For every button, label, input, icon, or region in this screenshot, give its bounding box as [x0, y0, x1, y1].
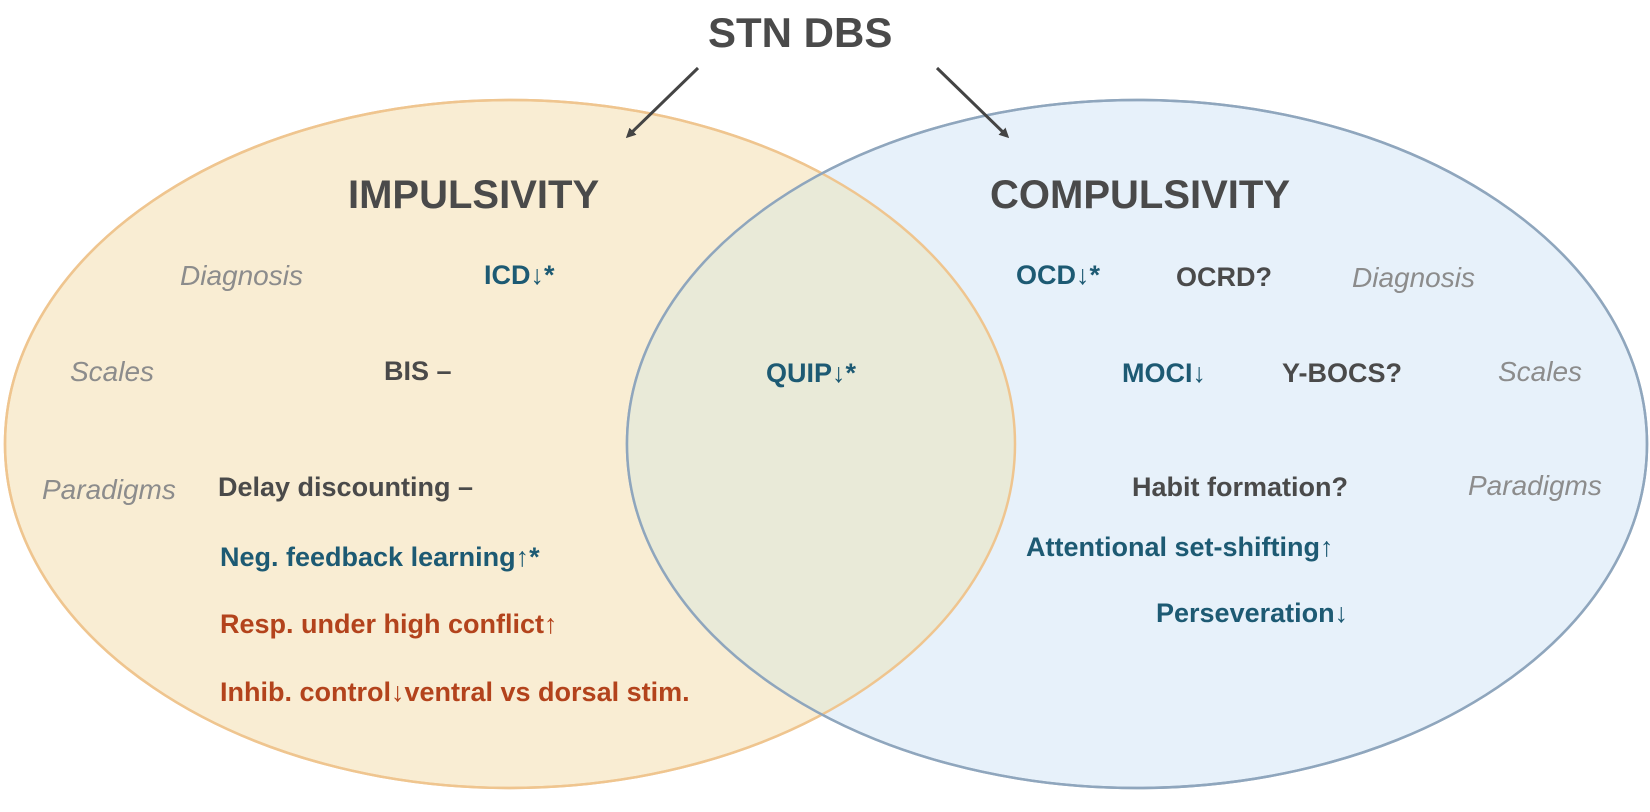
- compulsivity-ellipse-outline: [625, 98, 1649, 790]
- quip-item: QUIP↓*: [766, 358, 857, 388]
- bis-item: BIS –: [384, 356, 452, 386]
- compulsivity-diagnosis-label: Diagnosis: [1352, 262, 1475, 293]
- ybocs-item: Y-BOCS?: [1282, 358, 1403, 388]
- arrow-to-impulsivity: [625, 66, 700, 139]
- icd-item: ICD↓*: [484, 260, 555, 290]
- impulsivity-paradigms-label: Paradigms: [42, 474, 176, 505]
- delay-discounting-item: Delay discounting –: [218, 472, 474, 502]
- impulsivity-ellipse-outline: [3, 98, 1017, 790]
- diagram-title: STN DBS: [708, 9, 893, 56]
- resp-under-high-conflict-item: Resp. under high conflict↑: [220, 609, 558, 639]
- compulsivity-heading: COMPULSIVITY: [990, 173, 1291, 217]
- overlap-region: [627, 100, 1015, 788]
- neg-feedback-learning-item: Neg. feedback learning↑*: [220, 542, 540, 572]
- attentional-set-shifting-item: Attentional set-shifting↑: [1026, 532, 1334, 562]
- impulsivity-scales-label: Scales: [70, 356, 155, 387]
- inhib-control-item: Inhib. control↓ventral vs dorsal stim.: [220, 677, 690, 707]
- habit-formation-item: Habit formation?: [1132, 472, 1348, 502]
- ocrd-item: OCRD?: [1176, 262, 1272, 292]
- impulsivity-heading: IMPULSIVITY: [348, 173, 600, 217]
- compulsivity-scales-label: Scales: [1498, 356, 1583, 387]
- perseveration-item: Perseveration↓: [1156, 598, 1349, 628]
- arrow-to-compulsivity: [935, 66, 1010, 139]
- moci-item: MOCI↓: [1122, 358, 1206, 388]
- ocd-item: OCD↓*: [1016, 260, 1101, 290]
- impulsivity-diagnosis-label: Diagnosis: [180, 260, 303, 291]
- compulsivity-paradigms-label: Paradigms: [1468, 470, 1602, 501]
